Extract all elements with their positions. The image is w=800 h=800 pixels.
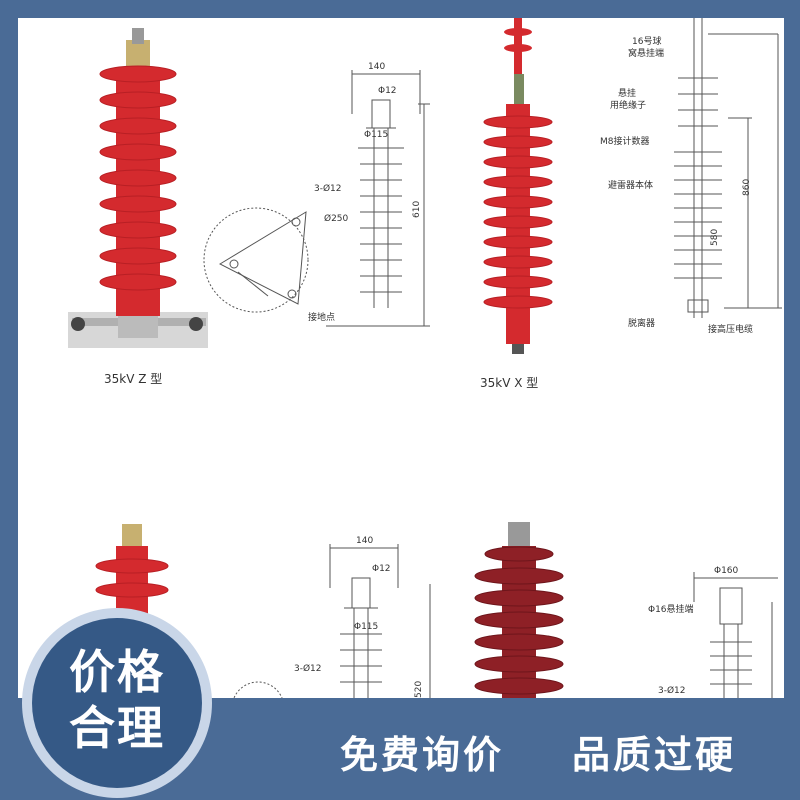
dim-z-hole: Φ12 (378, 86, 397, 96)
drawing-x (674, 18, 782, 318)
drawing-z (203, 70, 430, 327)
caption-z: 35kV Z 型 (104, 372, 163, 386)
label-disconnector: 脱离器 (628, 319, 656, 329)
dim-b-height: 520 (414, 680, 424, 698)
catalog-panel: 35kV Z 型 140 Φ12 Φ115 3-Ø12 Ø250 610 接地 (18, 18, 784, 698)
arrester-photo-bottom-dark (474, 522, 564, 698)
dim-z-holes: 3-Ø12 (314, 184, 342, 194)
dim-b-disc: Φ115 (354, 622, 379, 632)
dim-br-hook: Φ16悬挂端 (648, 605, 694, 615)
dim-z-height: 610 (412, 200, 422, 218)
dim-x-body: 580 (710, 228, 720, 246)
dim-b-width: 140 (356, 536, 374, 546)
dim-x-total: 860 (742, 178, 752, 196)
dim-z-ground: 接地点 (308, 313, 336, 323)
drawing-bottom-mid (233, 544, 431, 698)
dim-z-width: 140 (368, 62, 386, 72)
drawing-bottom-right (693, 572, 778, 698)
dim-br-holes: 3-Ø12 (658, 686, 686, 696)
slogan-quality: 品质过硬 (572, 733, 737, 777)
arrester-photo-x (483, 18, 553, 354)
label-hook2: 窝悬挂端 (628, 49, 665, 59)
label-counter: M8接计数器 (600, 137, 650, 147)
caption-x: 35kV X 型 (480, 376, 539, 390)
badge-line1: 价格 (69, 645, 165, 699)
slogan-free-quote: 免费询价 (340, 733, 505, 777)
label-hang: 悬挂 (618, 89, 637, 99)
badge-line2: 合理 (69, 701, 165, 755)
label-hook: 16号球 (632, 37, 662, 47)
dim-z-circle: Ø250 (324, 214, 349, 224)
dim-b-hole: Φ12 (372, 564, 391, 574)
label-cable: 接高压电缆 (708, 325, 754, 335)
arrester-photo-z (68, 28, 208, 348)
dim-b-holes: 3-Ø12 (294, 664, 322, 674)
price-badge: 价格 合理 (32, 618, 202, 788)
label-body: 避雷器本体 (608, 181, 654, 191)
dim-z-disc: Φ115 (364, 130, 389, 140)
label-insulator: 用绝缘子 (610, 101, 647, 111)
dim-br-width: Φ160 (714, 566, 739, 576)
